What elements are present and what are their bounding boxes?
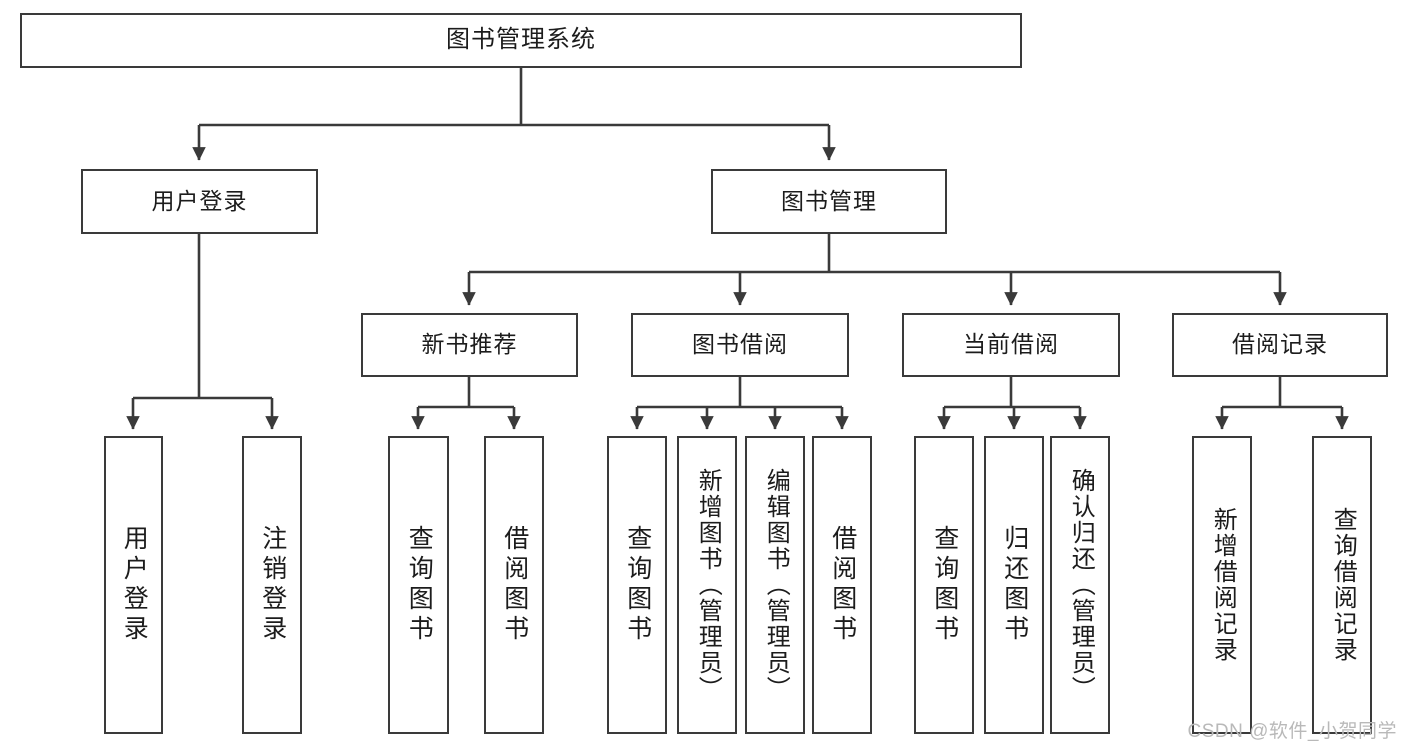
leaf-edit-book-admin[interactable]: 编辑图书（管理员）: [745, 436, 805, 734]
leaf-return-books[interactable]: 归还图书: [984, 436, 1044, 734]
node-label: 借阅图书: [828, 525, 857, 645]
leaf-query-books-recommendation[interactable]: 查询图书: [388, 436, 449, 734]
node-label: 注销登录: [258, 525, 287, 645]
node-book-borrowing[interactable]: 图书借阅: [631, 313, 849, 377]
node-label: 新书推荐: [421, 331, 518, 358]
node-new-book-recommendation[interactable]: 新书推荐: [361, 313, 578, 377]
leaf-query-books-borrowing[interactable]: 查询图书: [607, 436, 667, 734]
node-label: 确认归还（管理员）: [1067, 468, 1095, 702]
node-label: 新增图书（管理员）: [694, 468, 722, 702]
node-label: 图书管理: [781, 187, 877, 214]
node-current-borrowing[interactable]: 当前借阅: [902, 313, 1120, 377]
leaf-borrow-books-recommendation[interactable]: 借阅图书: [484, 436, 544, 734]
leaf-query-books-current[interactable]: 查询图书: [914, 436, 974, 734]
csdn-watermark: CSDN @软件_小贺同学: [1187, 721, 1397, 742]
node-label: 当前借阅: [963, 331, 1059, 358]
node-label: 查询图书: [405, 525, 434, 645]
leaf-user-login[interactable]: 用户登录: [104, 436, 163, 734]
node-book-management[interactable]: 图书管理: [711, 169, 947, 234]
node-borrowing-records[interactable]: 借阅记录: [1172, 313, 1388, 377]
node-user-login[interactable]: 用户登录: [81, 169, 318, 234]
leaf-add-book-admin[interactable]: 新增图书（管理员）: [677, 436, 737, 734]
node-label: 查询图书: [930, 525, 959, 645]
node-label: 图书管理系统: [446, 26, 596, 54]
node-label: 借阅图书: [500, 525, 529, 645]
node-label: 用户登录: [151, 187, 248, 214]
leaf-query-borrowing-record[interactable]: 查询借阅记录: [1312, 436, 1372, 734]
node-root-book-management-system[interactable]: 图书管理系统: [20, 13, 1022, 68]
leaf-confirm-return-admin[interactable]: 确认归还（管理员）: [1050, 436, 1110, 734]
node-label: 图书借阅: [692, 331, 788, 358]
leaf-borrow-books[interactable]: 借阅图书: [812, 436, 872, 734]
node-label: 新增借阅记录: [1209, 507, 1237, 663]
node-label: 归还图书: [1000, 525, 1029, 645]
node-label: 编辑图书（管理员）: [762, 468, 790, 702]
leaf-logout[interactable]: 注销登录: [242, 436, 302, 734]
leaf-add-borrowing-record[interactable]: 新增借阅记录: [1192, 436, 1252, 734]
node-label: 用户登录: [120, 525, 149, 645]
node-label: 查询图书: [623, 525, 652, 645]
node-label: 查询借阅记录: [1329, 507, 1357, 663]
node-label: 借阅记录: [1232, 331, 1328, 358]
